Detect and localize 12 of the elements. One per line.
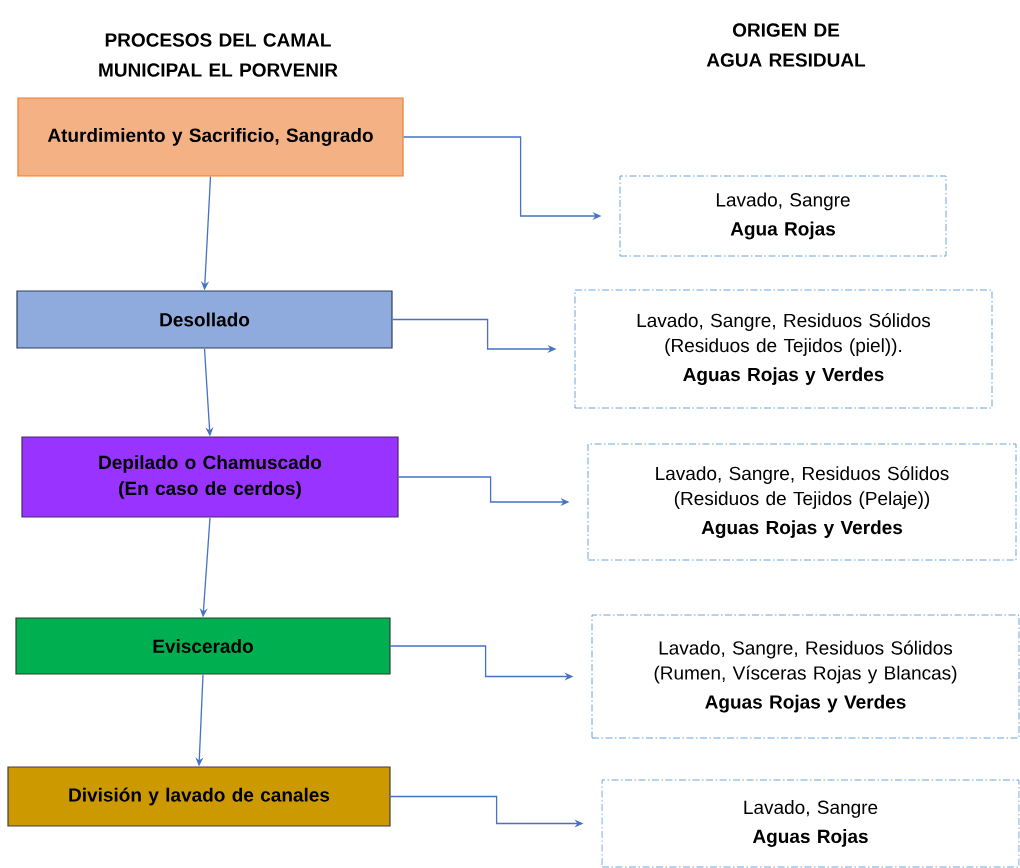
process-box: División y lavado de canales xyxy=(7,766,391,827)
output-box: Lavado, Sangre, Residuos Sólidos (Residuos de Tejidos (piel)). Aguas Rojas y Verdes xyxy=(574,289,993,409)
process-box: Eviscerado xyxy=(15,617,391,675)
output-box: Lavado, Sangre Agua Rojas xyxy=(619,175,947,257)
column-heading: ORIGEN DE AGUA RESIDUAL xyxy=(706,23,866,67)
output-box: Lavado, Sangre, Residuos Sólidos (Residuos de Tejidos (Pelaje)) Aguas Rojas y Verdes xyxy=(587,443,1017,561)
output-box: Lavado, Sangre, Residuos Sólidos (Rumen, Vísceras Rojas y Blancas) Aguas Rojas y Verdes xyxy=(591,614,1020,739)
process-box: Depilado o Chamuscado (En caso de cerdos) xyxy=(21,436,399,518)
column-heading: PROCESOS DEL CAMAL MUNICIPAL EL PORVENIR xyxy=(99,33,338,77)
process-box: Aturdimiento y Sacrificio, Sangrado xyxy=(17,97,404,177)
output-box: Lavado, Sangre Aguas Rojas xyxy=(601,779,1020,868)
process-box: Desollado xyxy=(16,290,393,349)
